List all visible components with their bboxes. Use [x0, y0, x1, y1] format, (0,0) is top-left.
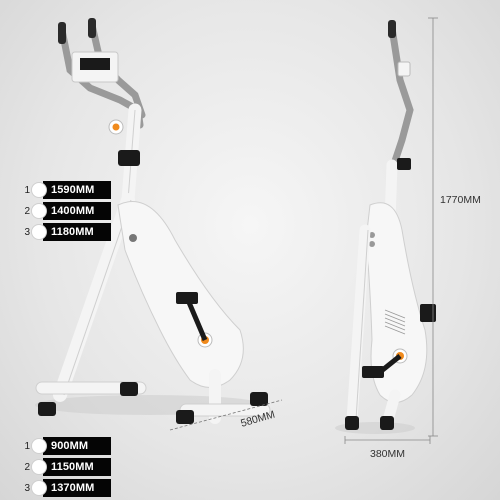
- list-item: 2 1400MM: [18, 201, 111, 221]
- seat-height-options: 1 1590MM 2 1400MM 3 1180MM: [18, 180, 111, 243]
- option-number: 3: [24, 482, 30, 494]
- option-value: 1180MM: [43, 223, 111, 241]
- option-number: 3: [24, 226, 30, 238]
- bullet-icon: [31, 459, 47, 475]
- option-number: 1: [24, 440, 30, 452]
- list-item: 3 1370MM: [18, 478, 111, 498]
- option-value: 1370MM: [43, 479, 111, 497]
- bullet-icon: [31, 182, 47, 198]
- width-dimension-label: 380MM: [370, 448, 406, 460]
- option-value: 1400MM: [43, 202, 111, 220]
- length-options: 1 900MM 2 1150MM 3 1370MM: [18, 436, 111, 499]
- bike-front-view: [35, 18, 283, 431]
- bullet-icon: [31, 438, 47, 454]
- option-number: 2: [24, 461, 30, 473]
- option-value: 1590MM: [43, 181, 111, 199]
- option-number: 1: [24, 184, 30, 196]
- height-dimension-label: 1770MM: [440, 194, 481, 206]
- option-value: 1150MM: [43, 458, 111, 476]
- bullet-icon: [31, 480, 47, 496]
- list-item: 3 1180MM: [18, 222, 111, 242]
- list-item: 2 1150MM: [18, 457, 111, 477]
- list-item: 1 1590MM: [18, 180, 111, 200]
- bullet-icon: [31, 224, 47, 240]
- list-item: 1 900MM: [18, 436, 111, 456]
- option-value: 900MM: [43, 437, 111, 455]
- bike-side-view: [335, 17, 438, 444]
- option-number: 2: [24, 205, 30, 217]
- bullet-icon: [31, 203, 47, 219]
